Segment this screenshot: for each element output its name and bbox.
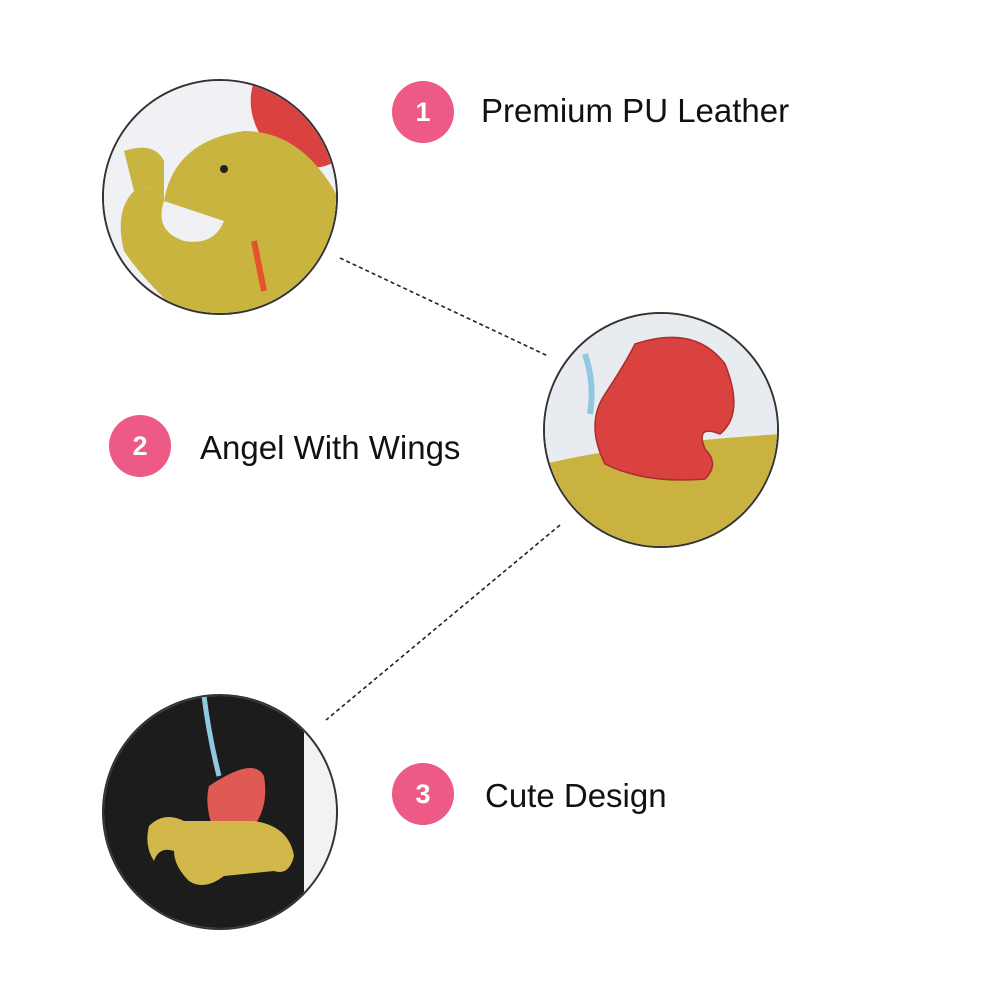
feature-badge-2: 2 bbox=[109, 415, 171, 477]
connector-line-1 bbox=[339, 257, 549, 357]
photo-wing-closeup bbox=[543, 312, 779, 548]
photo-keychain-on-bag bbox=[102, 694, 338, 930]
feature-badge-1: 1 bbox=[392, 81, 454, 143]
feature-title-2: Angel With Wings bbox=[200, 429, 461, 466]
connector-line-2 bbox=[325, 524, 561, 721]
photo-leather-closeup bbox=[102, 79, 338, 315]
feature-title-1: Premium PU Leather bbox=[481, 92, 790, 129]
feature-badge-3: 3 bbox=[392, 763, 454, 825]
feature-title-3: Cute Design bbox=[485, 777, 667, 814]
